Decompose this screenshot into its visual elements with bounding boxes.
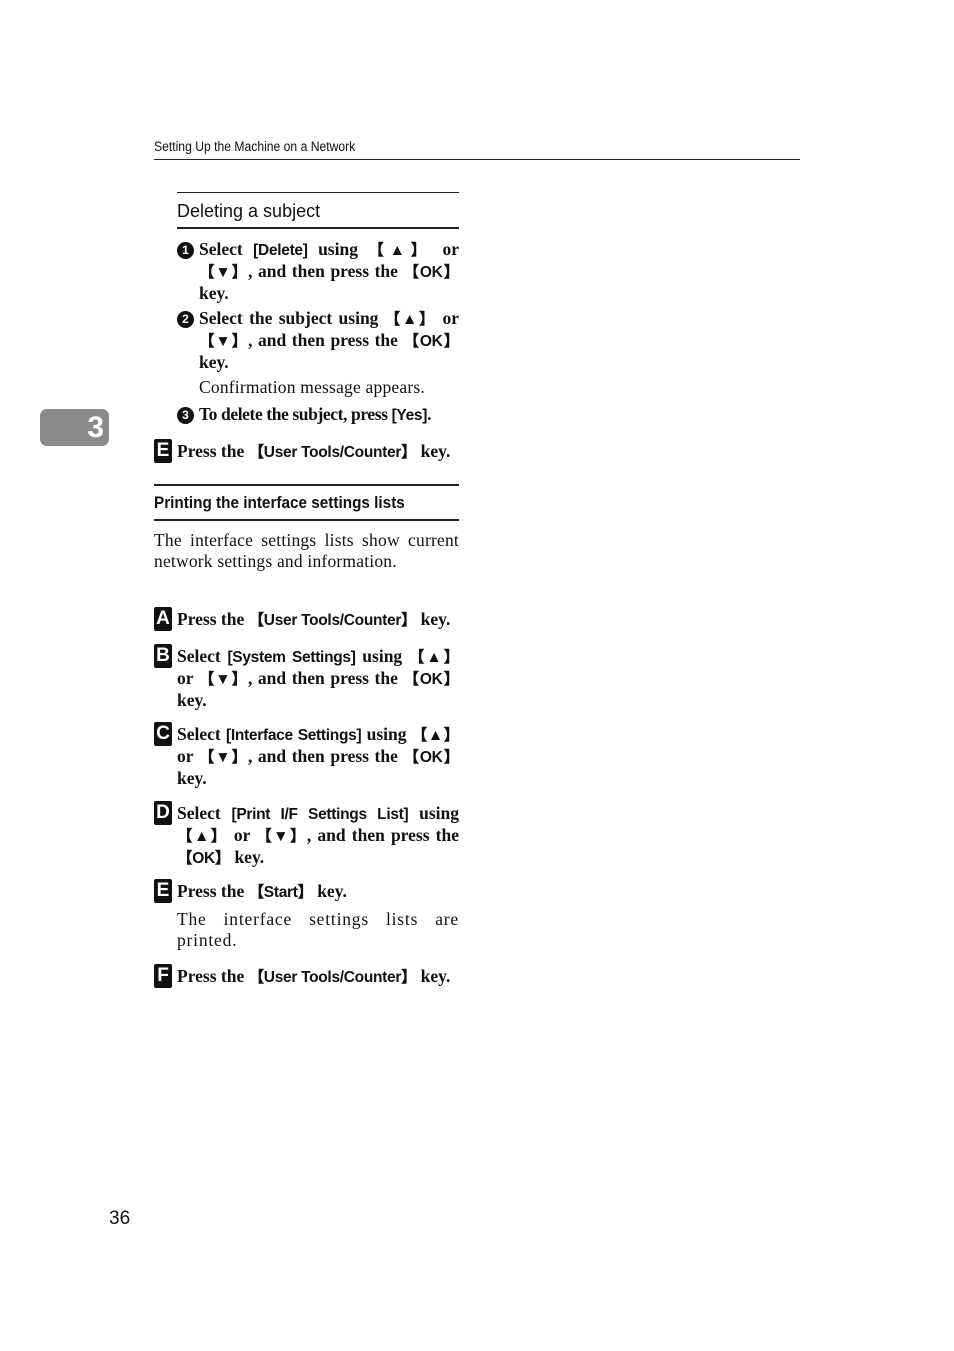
printing-step-f: F Press the 【User Tools/Counter】 key. [154, 964, 464, 988]
deleting-step-2-text: Select the subject using 【▲】 or 【▼】, and… [199, 308, 459, 372]
printing-step-b: B Select [System Settings] using 【▲】 or … [154, 644, 459, 711]
running-header: Setting Up the Machine on a Network [154, 139, 800, 160]
step-letter-e2-icon: E [154, 879, 172, 903]
page-number: 36 [109, 1208, 131, 1229]
step-letter-d-icon: D [154, 801, 172, 825]
printing-step-d: D Select [Print I/F Settings List] using… [154, 801, 459, 869]
deleting-subject-heading: Deleting a subject [177, 192, 459, 229]
printing-step-e-note: The interface settings lists are printed… [177, 909, 459, 950]
printing-step-f-text: Press the 【User Tools/Counter】 key. [177, 966, 451, 986]
printing-step-b-text: Select [System Settings] using 【▲】 or 【▼… [177, 646, 459, 710]
printing-heading-text: Printing the interface settings lists [154, 493, 405, 512]
step-number-2-icon: 2 [177, 311, 194, 328]
step-letter-f-icon: F [154, 964, 172, 988]
chapter-tab: 3 [40, 409, 109, 446]
running-header-title: Setting Up the Machine on a Network [154, 139, 356, 154]
printing-intro: The interface settings lists show curren… [154, 530, 459, 571]
deleting-heading-text: Deleting a subject [177, 201, 321, 221]
deleting-step-3-text: To delete the subject, press [Yes]. [199, 404, 432, 424]
printing-step-a-text: Press the 【User Tools/Counter】 key. [177, 609, 451, 629]
printing-step-e: E Press the 【Start】 key. [154, 879, 459, 903]
step-e-return: E Press the 【User Tools/Counter】 key. [154, 439, 464, 463]
printing-step-c: C Select [Interface Settings] using 【▲】 … [154, 722, 460, 789]
step-letter-c-icon: C [154, 722, 172, 746]
deleting-step-3: 3 To delete the subject, press [Yes]. [177, 404, 467, 426]
deleting-step-1-text: Select [Delete] using 【▲】 or 【▼】, and th… [199, 239, 459, 303]
step-letter-b-icon: B [154, 644, 172, 668]
printing-section-heading: Printing the interface settings lists [154, 484, 459, 521]
deleting-note: Confirmation message appears. [199, 377, 425, 397]
deleting-step-2: 2 Select the subject using 【▲】 or 【▼】, a… [177, 308, 459, 373]
printing-step-d-text: Select [Print I/F Settings List] using 【… [177, 803, 459, 867]
printing-step-a: A Press the 【User Tools/Counter】 key. [154, 607, 464, 631]
step-letter-a-icon: A [154, 607, 172, 631]
step-e-text: Press the 【User Tools/Counter】 key. [177, 441, 451, 461]
deleting-step-1: 1 Select [Delete] using 【▲】 or 【▼】, and … [177, 239, 459, 304]
printing-step-c-text: Select [Interface Settings] using 【▲】 or… [177, 724, 460, 788]
step-letter-e-icon: E [154, 439, 172, 463]
step-number-1-icon: 1 [177, 242, 194, 259]
printing-step-e-text: Press the 【Start】 key. [177, 881, 347, 901]
step-number-3-icon: 3 [177, 407, 194, 424]
